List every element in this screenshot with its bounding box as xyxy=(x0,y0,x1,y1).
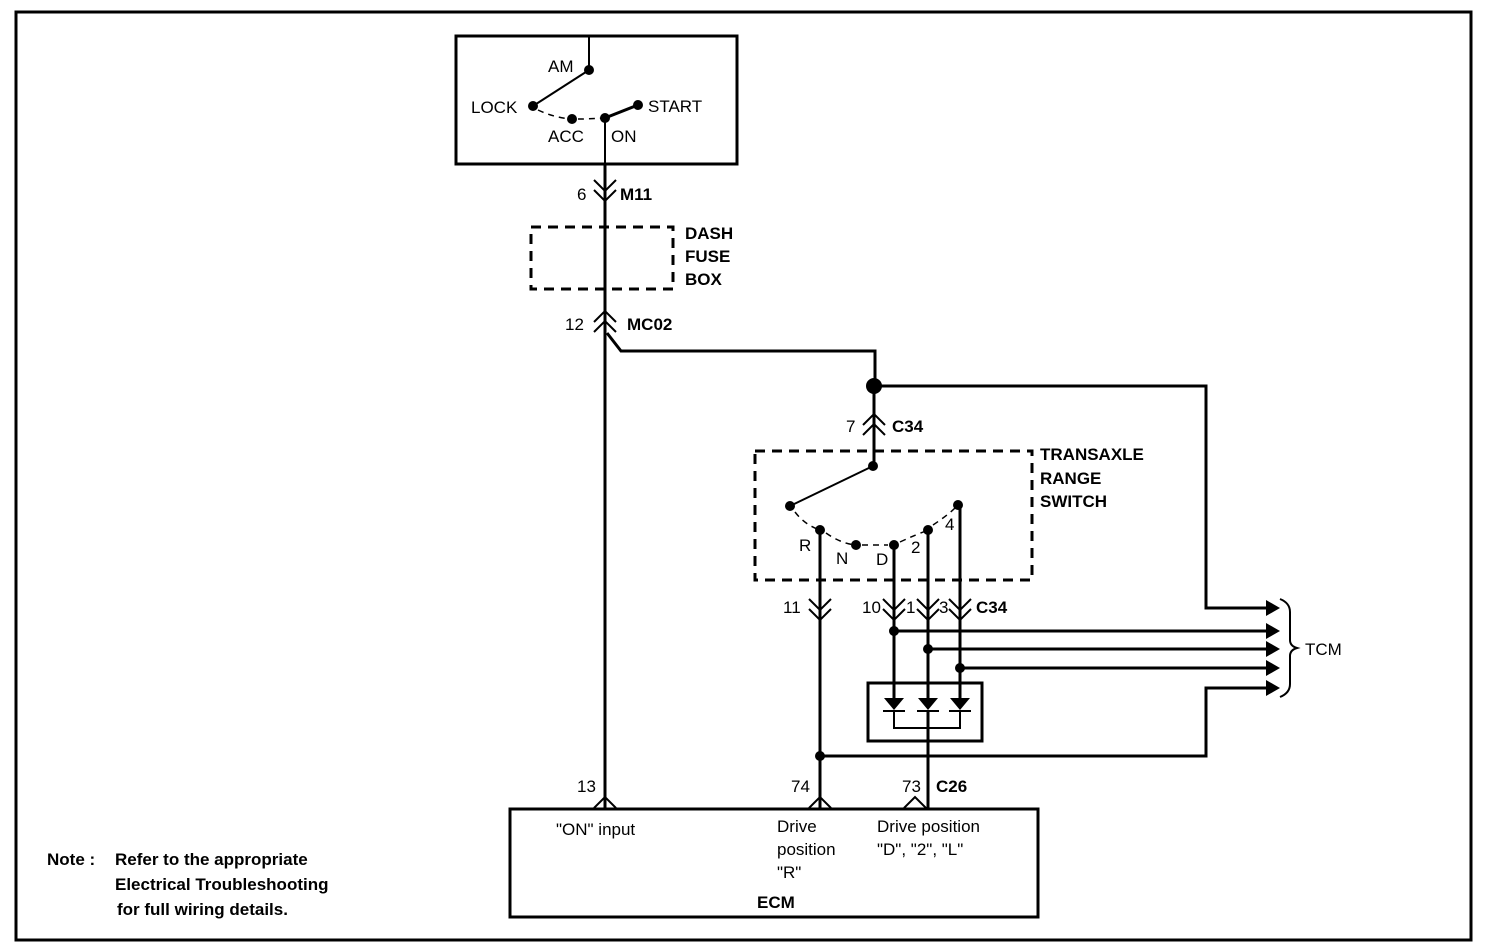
connector-mc02: 12 MC02 xyxy=(565,309,672,334)
svg-text:FUSE: FUSE xyxy=(685,247,730,266)
svg-text:R: R xyxy=(799,536,811,555)
ignition-switch: AM LOCK ACC ON START xyxy=(454,34,739,166)
svg-text:N: N xyxy=(836,549,848,568)
svg-text:DASH: DASH xyxy=(685,224,733,243)
svg-text:TRANSAXLE: TRANSAXLE xyxy=(1040,445,1144,464)
svg-text:RANGE: RANGE xyxy=(1040,469,1101,488)
label-am: AM xyxy=(548,57,574,76)
svg-text:13: 13 xyxy=(577,777,596,796)
svg-text:Drive position: Drive position xyxy=(877,817,980,836)
svg-text:Electrical Troubleshooting: Electrical Troubleshooting xyxy=(115,875,328,894)
mc02-pin: 12 xyxy=(565,315,584,334)
svg-text:BOX: BOX xyxy=(685,270,723,289)
connector-c34-bottom: 11 10 1 3 C34 xyxy=(783,598,1008,622)
label-acc: ACC xyxy=(548,127,584,146)
svg-text:10: 10 xyxy=(862,598,881,617)
svg-text:Note :: Note : xyxy=(47,850,95,869)
svg-text:"ON" input: "ON" input xyxy=(556,820,635,839)
mc02-name: MC02 xyxy=(627,315,672,334)
ecm: "ON" input Drive position "R" Drive posi… xyxy=(508,807,1040,919)
label-on: ON xyxy=(611,127,637,146)
svg-text:2: 2 xyxy=(911,538,920,557)
wire-tcm-feed-1 xyxy=(874,384,1268,610)
transaxle-range-switch: TRANSAXLE RANGE SWITCH R N D 2 4 xyxy=(753,445,1144,582)
svg-text:4: 4 xyxy=(945,515,954,534)
label-lock: LOCK xyxy=(471,98,518,117)
note: Note : Refer to the appropriate Electric… xyxy=(47,850,328,919)
tcm-input-arrows xyxy=(1266,600,1280,696)
switch-contact-lock xyxy=(528,101,538,111)
svg-text:74: 74 xyxy=(791,777,810,796)
connector-m11: 6 M11 xyxy=(577,179,652,204)
diode-pack xyxy=(866,681,984,743)
ecm-box xyxy=(508,807,1040,919)
svg-text:for full wiring details.: for full wiring details. xyxy=(117,900,288,919)
ignition-switch-box xyxy=(454,34,739,166)
svg-text:73: 73 xyxy=(902,777,921,796)
wire-branch-range-switch xyxy=(605,332,877,386)
contact-n xyxy=(851,540,861,550)
svg-text:Drive: Drive xyxy=(777,817,817,836)
svg-text:"R": "R" xyxy=(777,863,801,882)
svg-text:position: position xyxy=(777,840,836,859)
switch-blade xyxy=(532,69,590,107)
switch-contact-start xyxy=(633,100,643,110)
svg-text:D: D xyxy=(876,550,888,569)
wire-tcm-r xyxy=(820,686,1268,758)
switch-contact-acc xyxy=(567,114,577,124)
m11-pin: 6 xyxy=(577,185,586,204)
svg-text:"D", "2", "L": "D", "2", "L" xyxy=(877,840,963,859)
svg-text:C26: C26 xyxy=(936,777,967,796)
diode-icon xyxy=(918,698,938,710)
svg-text:11: 11 xyxy=(783,598,801,617)
connector-c34-top: 7 C34 xyxy=(846,386,924,466)
dash-fuse-box: DASH FUSE BOX xyxy=(529,224,733,291)
tcm-label: TCM xyxy=(1305,640,1342,659)
connector-c26: 13 74 73 C26 xyxy=(577,777,967,809)
ecm-label: ECM xyxy=(757,893,795,912)
svg-text:Refer to the appropriate: Refer to the appropriate xyxy=(115,850,308,869)
diode-icon xyxy=(884,698,904,710)
svg-text:SWITCH: SWITCH xyxy=(1040,492,1107,511)
svg-text:C34: C34 xyxy=(892,417,924,436)
m11-name: M11 xyxy=(620,185,652,204)
svg-text:7: 7 xyxy=(846,417,855,436)
svg-text:3: 3 xyxy=(939,598,948,617)
svg-text:C34: C34 xyxy=(976,598,1008,617)
svg-text:1: 1 xyxy=(906,598,915,617)
diagram-frame xyxy=(14,10,1473,942)
tcm-brace xyxy=(1279,598,1301,698)
label-start: START xyxy=(648,97,702,116)
diode-icon xyxy=(950,698,970,710)
